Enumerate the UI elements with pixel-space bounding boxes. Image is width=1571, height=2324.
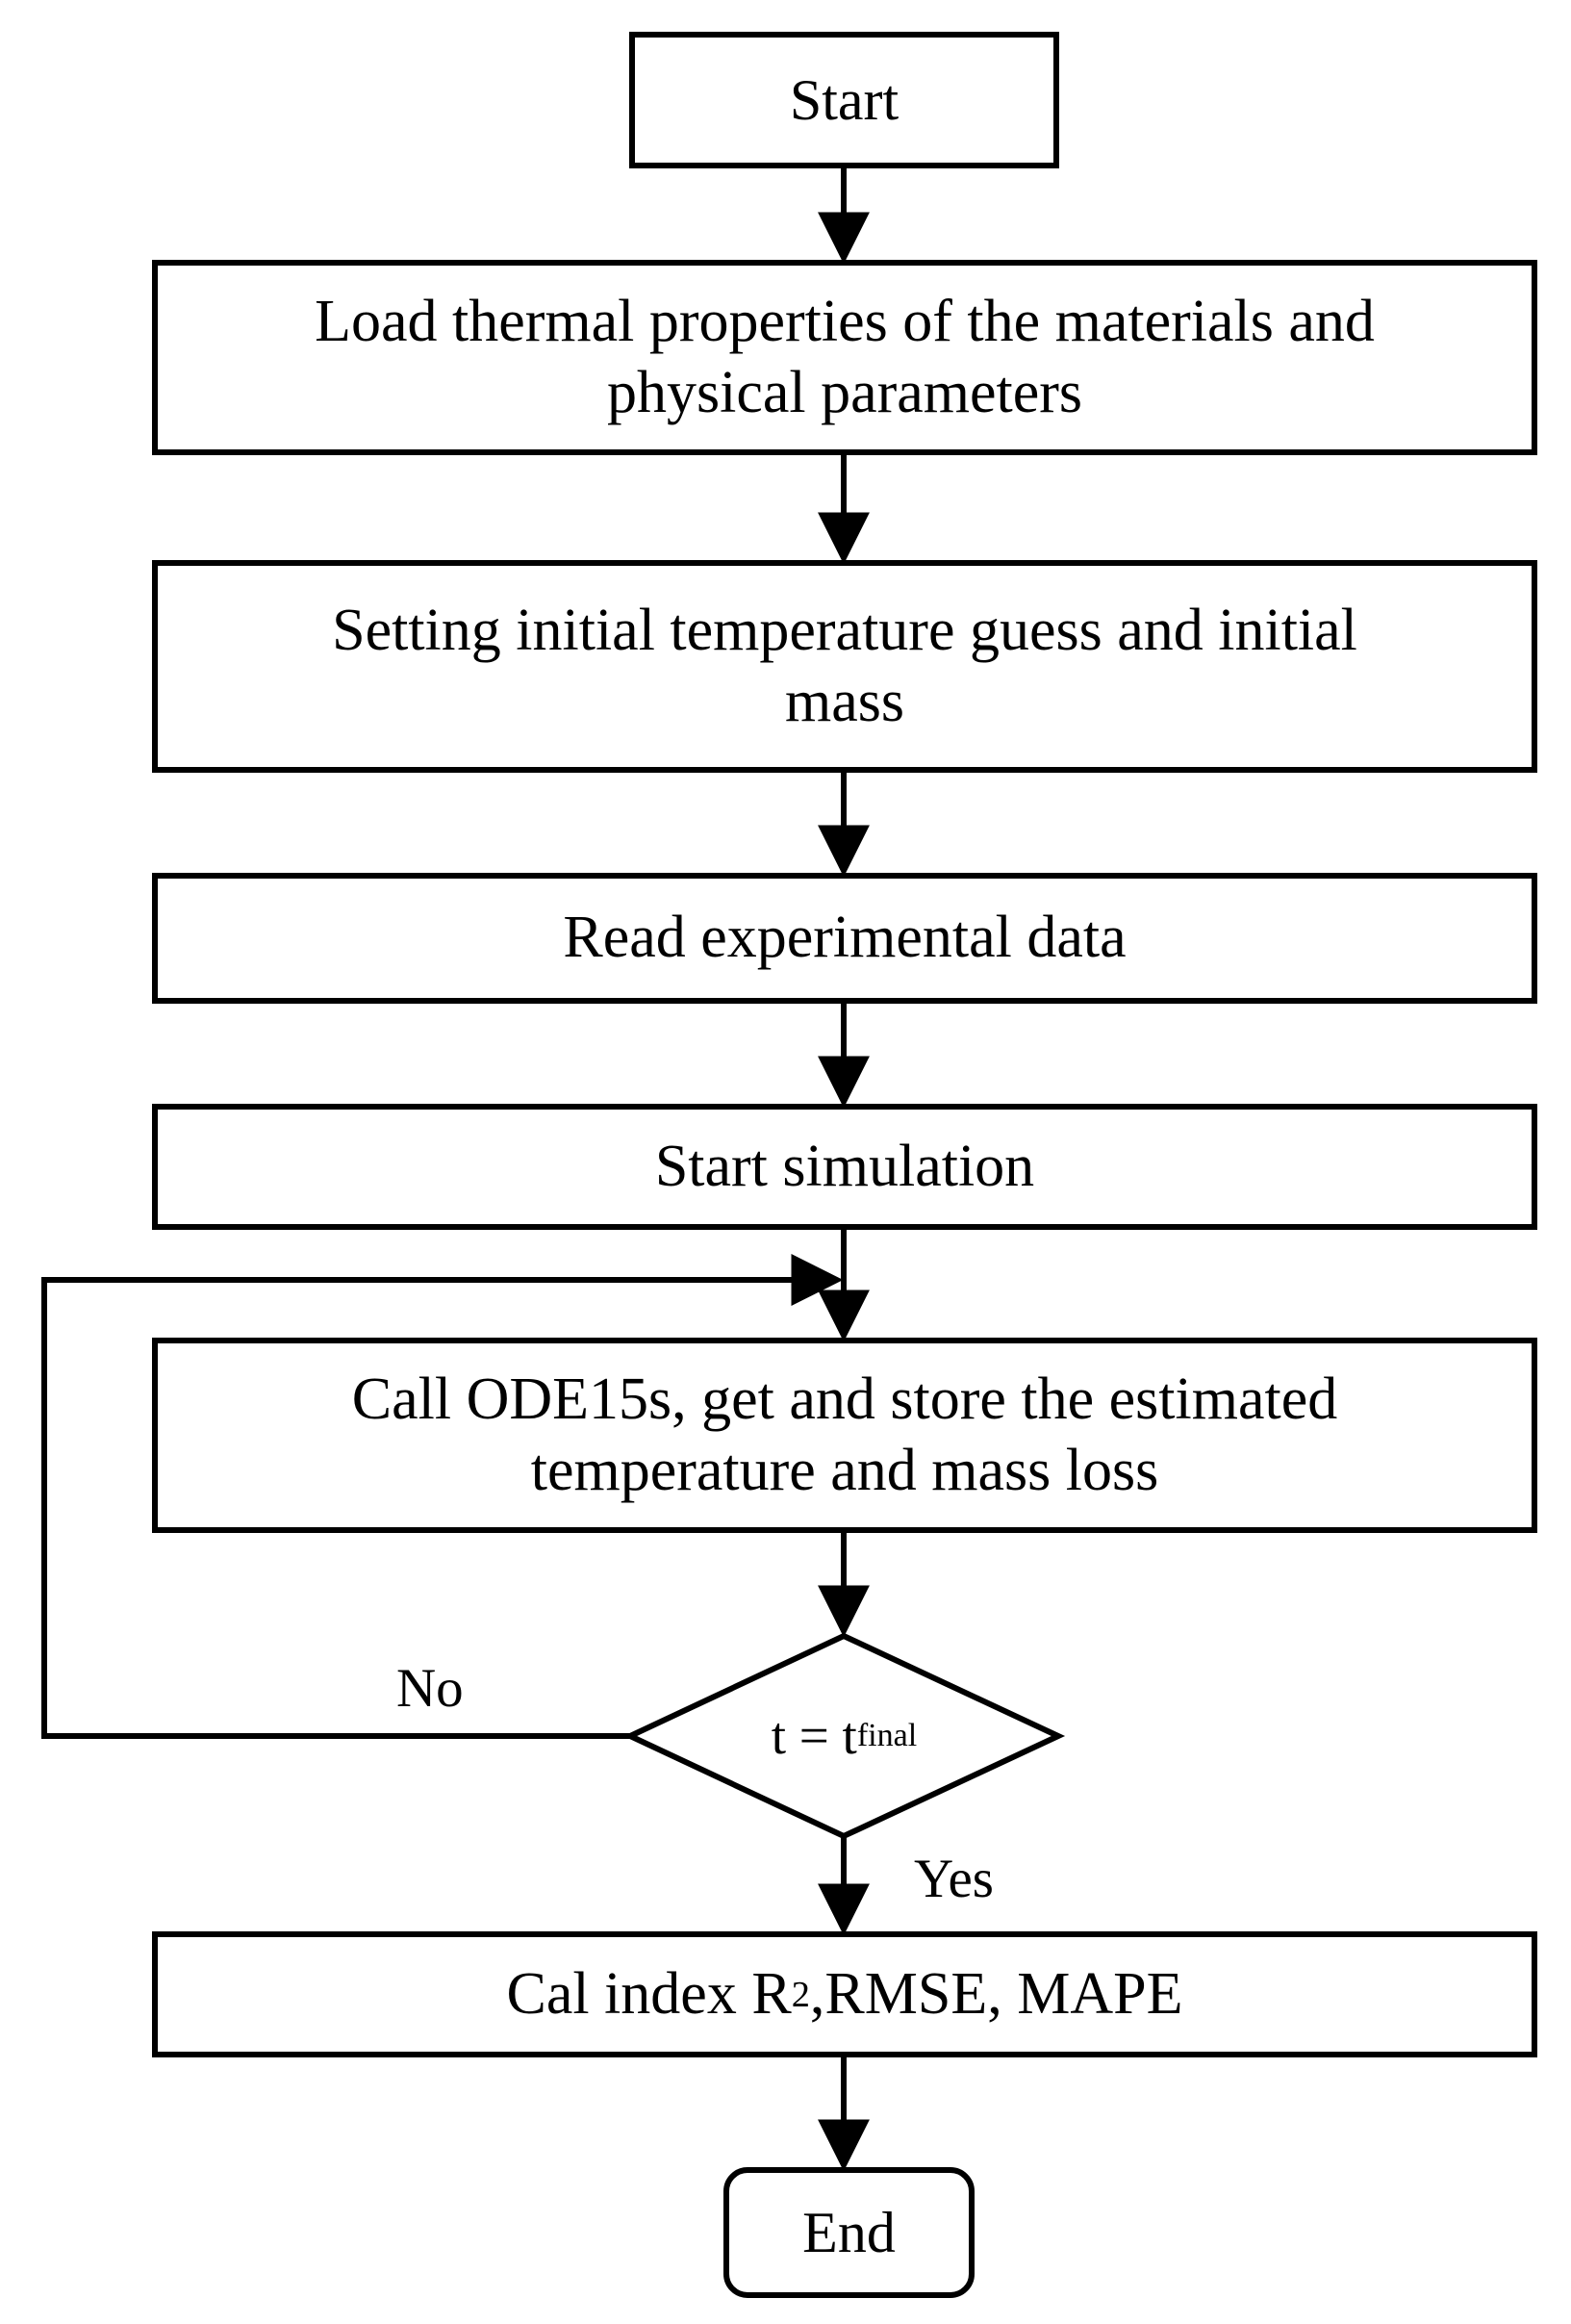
node-shape-read-data	[152, 873, 1537, 1004]
node-shape-cal-index	[152, 1931, 1537, 2057]
node-shape-set-initial	[152, 560, 1537, 773]
node-shape-load-properties	[152, 260, 1537, 455]
edge-decision-no-feedback-loop	[41, 1254, 844, 1739]
node-shape-call-ode	[152, 1338, 1537, 1533]
node-shape-start-simulation	[152, 1104, 1537, 1230]
node-shape-decision	[622, 1632, 1066, 1840]
node-shape-end	[723, 2167, 975, 2298]
node-shape-start	[629, 32, 1059, 168]
